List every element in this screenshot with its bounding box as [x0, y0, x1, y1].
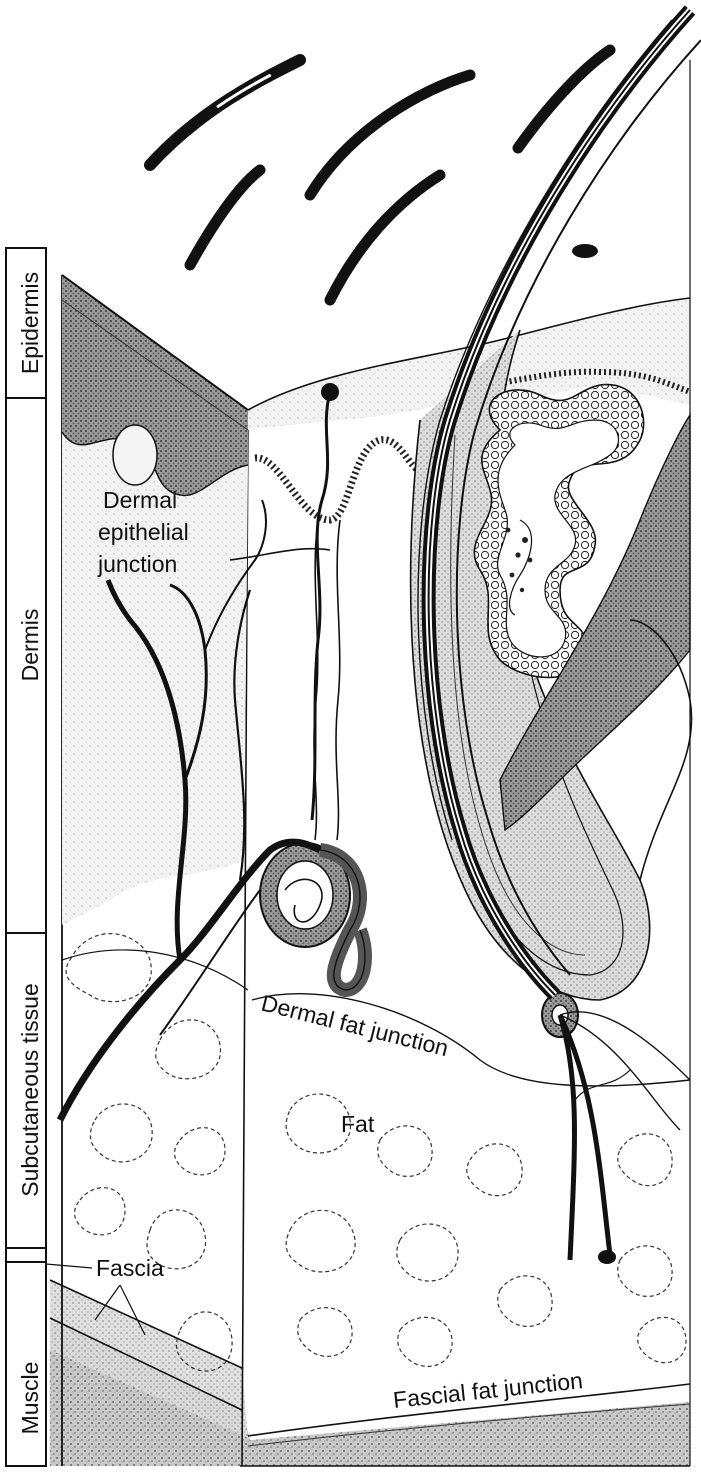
muscle-label: Muscle — [17, 1362, 43, 1435]
fascia-label: Fascia — [96, 1255, 164, 1281]
dermis-label: Dermis — [17, 609, 43, 682]
epidermis-label: Epidermis — [17, 272, 43, 374]
sweat-gland-coil — [260, 843, 365, 990]
dermal-epithelial-label-3: junction — [97, 551, 177, 577]
fascia-leader-1 — [46, 1264, 92, 1268]
dermal-papilla-left — [113, 425, 157, 485]
hair-fragment — [572, 244, 598, 258]
dermal-epithelial-label-1: Dermal — [103, 487, 177, 513]
sweat-pore — [321, 383, 339, 401]
layer-label-bar — [6, 248, 46, 1466]
dermal-epithelial-label-2: epithelial — [98, 519, 189, 545]
subcutaneous-tissue-label: Subcutaneous tissue — [17, 983, 43, 1197]
basal-cell-layer — [255, 440, 420, 520]
layer-bar-outline — [6, 248, 46, 1466]
fat-label: Fat — [341, 1111, 375, 1137]
surface-hairs — [150, 50, 610, 300]
nerve-end — [598, 1250, 616, 1264]
